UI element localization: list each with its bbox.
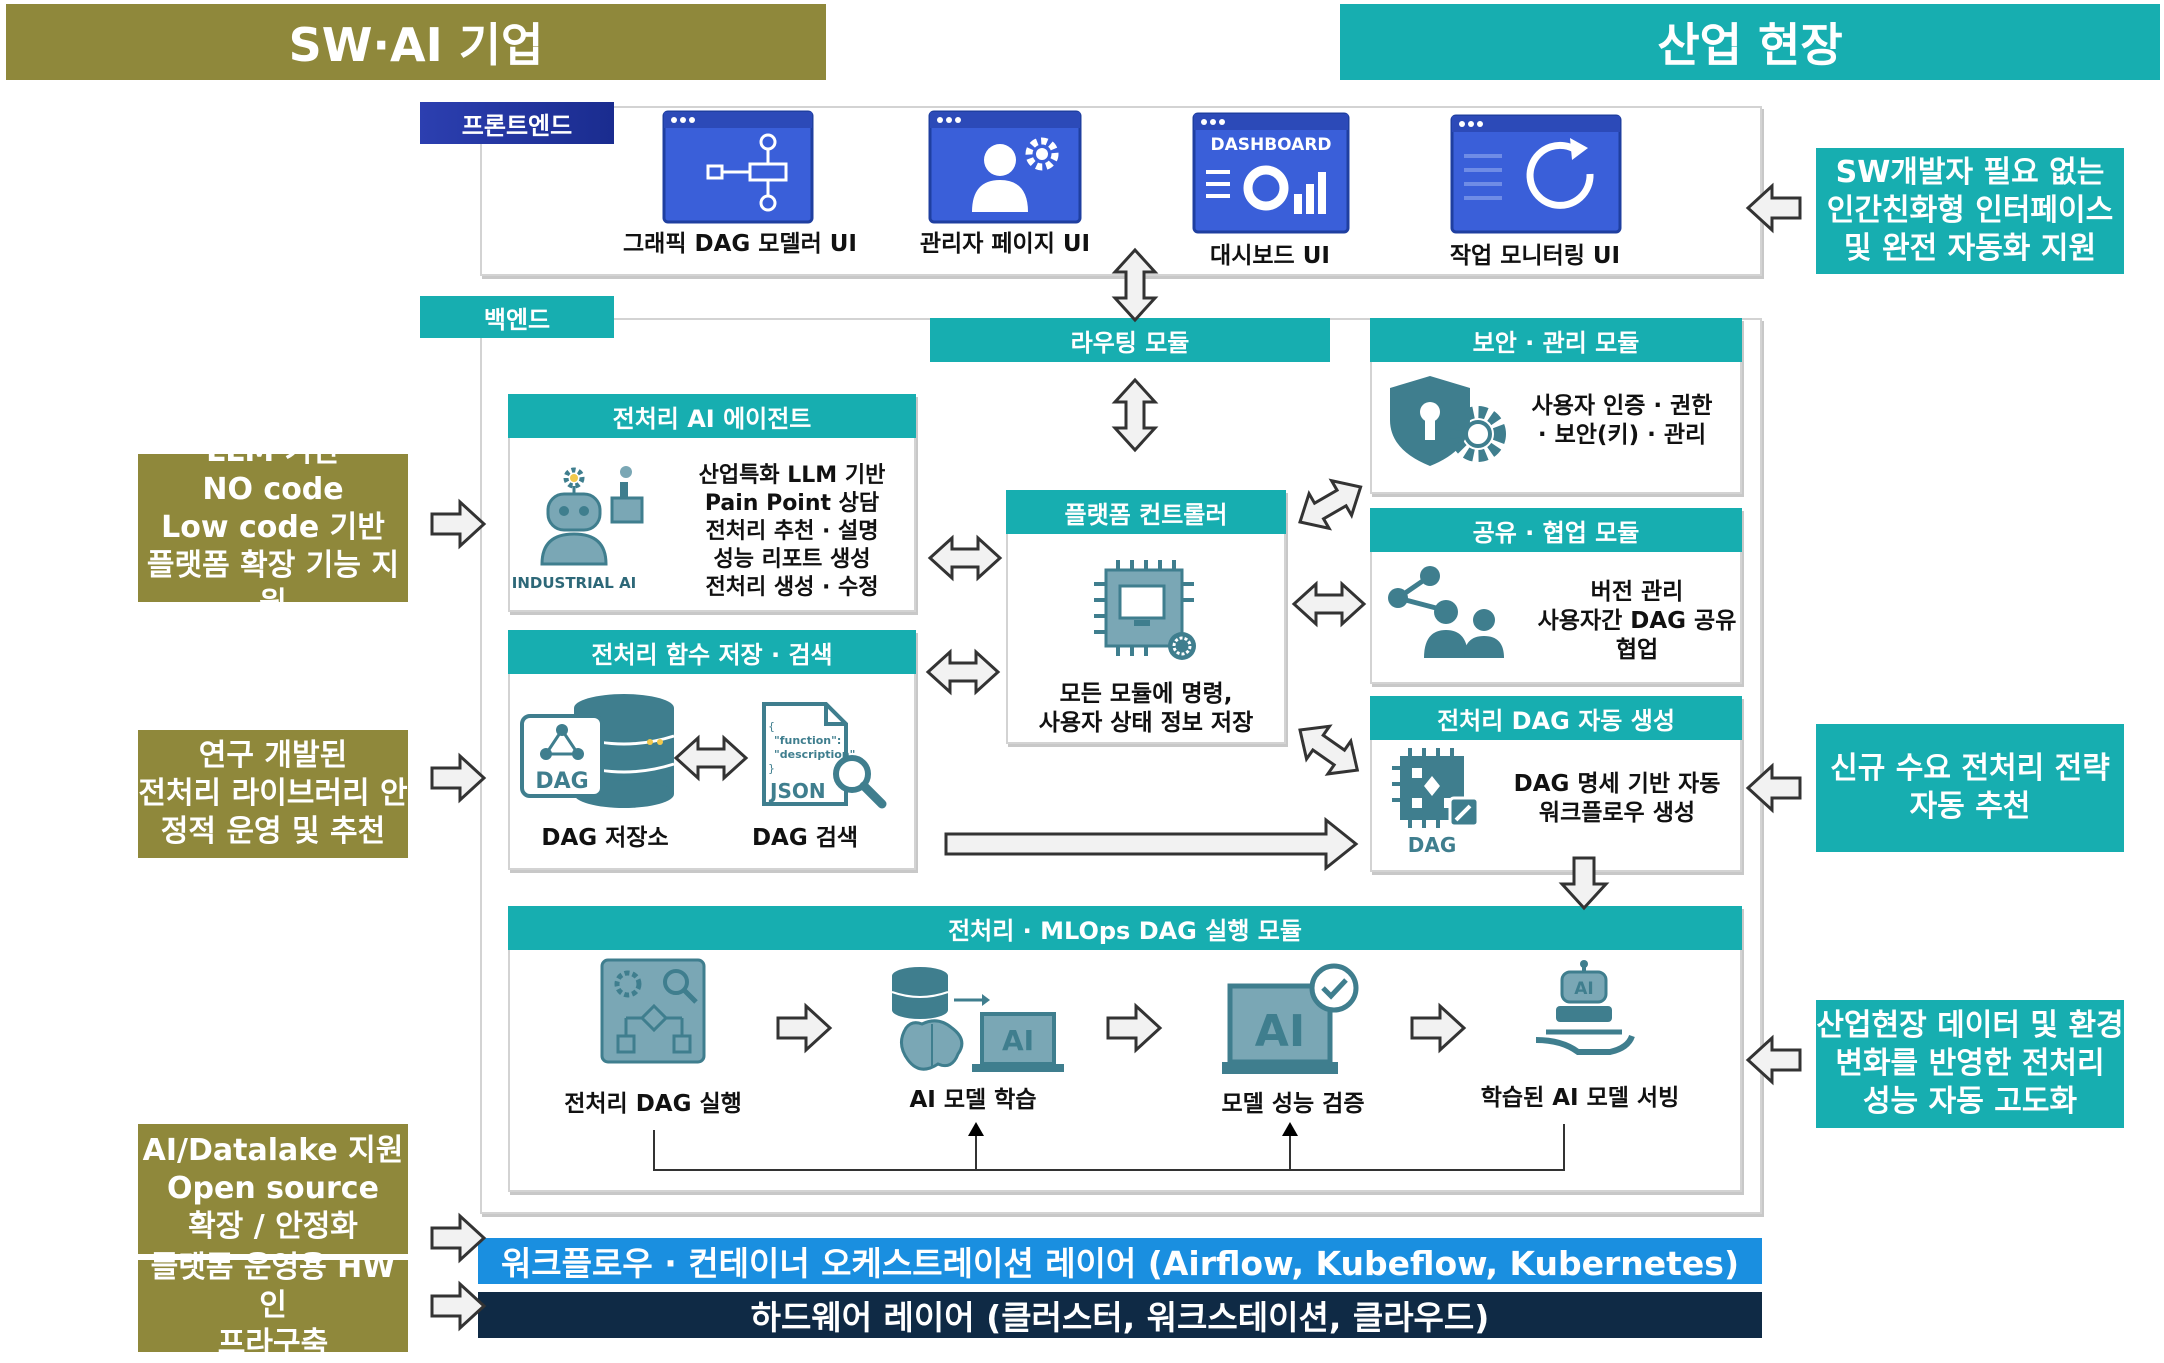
- header-right: 산업 현장: [1340, 4, 2160, 80]
- right-note-3: 산업현장 데이터 및 환경 변화를 반영한 전처리 성능 자동 고도화: [1816, 1000, 2124, 1128]
- ai-serving-icon: AI: [1532, 960, 1636, 1066]
- mlops-step-arrow-2: [1106, 1004, 1162, 1052]
- ai-agent-title: 전처리 AI 에이전트: [508, 394, 916, 438]
- dag-store-label: DAG 저장소: [541, 825, 669, 851]
- db-search-arrow: [674, 736, 748, 780]
- security-title-text: 보안 · 관리 모듈: [1472, 328, 1640, 357]
- controller-title-text: 플랫폼 컨트롤러: [1064, 500, 1228, 529]
- ai-validation-icon: AI: [1222, 962, 1362, 1080]
- dag-gen-text: DAG 명세 기반 자동 워크플로우 생성: [1513, 771, 1721, 826]
- mlops-title: 전처리 · MLOps DAG 실행 모듈: [508, 906, 1742, 950]
- controller-chip-icon: [1090, 558, 1202, 666]
- share-users-icon: [1384, 562, 1508, 660]
- agent-controller-arrow: [928, 536, 1002, 580]
- json-doc-line2: "description": [774, 748, 855, 761]
- ai-training-text: AI: [1002, 1024, 1034, 1057]
- ai-agent-title-text: 전처리 AI 에이전트: [612, 404, 812, 433]
- admin-page-label: 관리자 페이지 UI: [919, 231, 1091, 257]
- dag-modeler-label: 그래픽 DAG 모델러 UI: [623, 231, 857, 257]
- left-note-arrow-4: [430, 1282, 486, 1330]
- industrial-ai-robot-icon: INDUSTRIAL AI: [512, 456, 660, 596]
- ai-agent-text: 산업특화 LLM 기반 Pain Point 상담 전처리 추천 · 설명 성능…: [698, 463, 886, 600]
- dag-gen-title-text: 전처리 DAG 자동 생성: [1437, 706, 1675, 735]
- left-note-arrow-3: [430, 1214, 486, 1262]
- security-module-title: 보안 · 관리 모듈: [1370, 318, 1742, 362]
- func-store-title: 전처리 함수 저장 · 검색: [508, 630, 916, 674]
- func-store-title-text: 전처리 함수 저장 · 검색: [591, 640, 833, 669]
- frontend-tag: 프론트엔드: [420, 102, 614, 144]
- dag-search-label: DAG 검색: [751, 825, 859, 851]
- hardware-layer: 하드웨어 레이어 (클러스터, 워크스테이션, 클라우드): [478, 1292, 1762, 1338]
- dashboard-label: 대시보드 UI: [1210, 243, 1330, 269]
- mlops-step-1-label: 전처리 DAG 실행: [564, 1091, 742, 1117]
- left-note-arrow-1: [430, 500, 486, 548]
- json-doc-line1: "function":: [774, 734, 841, 747]
- left-note-3: AI/Datalake 지원 Open source 확장 / 안정화: [138, 1124, 408, 1254]
- mlops-step-arrow-1: [776, 1004, 832, 1052]
- mlops-step-4-label: 학습된 AI 모델 서빙: [1480, 1085, 1680, 1111]
- mlops-module: [508, 906, 1742, 1192]
- workflow-layer-text: 워크플로우 · 컨테이너 오케스트레이션 레이어 (Airflow, Kubef…: [500, 1244, 1740, 1283]
- svg-text:{: {: [768, 720, 775, 733]
- security-controller-arrow: [1288, 468, 1373, 541]
- json-doc-label: JSON: [768, 779, 826, 803]
- monitoring-icon: [1450, 114, 1622, 234]
- header-left: SW·AI 기업: [6, 4, 826, 80]
- ai-serving-text: AI: [1574, 979, 1593, 999]
- right-note-arrow-3: [1746, 1036, 1802, 1084]
- sharing-text: 버전 관리 사용자간 DAG 공유 협업: [1537, 579, 1737, 663]
- mlops-step-3-label: 모델 성능 검증: [1221, 1091, 1365, 1117]
- mlops-step-arrow-3: [1410, 1004, 1466, 1052]
- controller-title: 플랫폼 컨트롤러: [1006, 490, 1286, 534]
- routing-controller-arrow: [1113, 378, 1157, 452]
- admin-page-icon: [928, 110, 1082, 224]
- store-controller-arrow: [926, 650, 1000, 694]
- controller-text: 모든 모듈에 명령, 사용자 상태 정보 저장: [1038, 681, 1254, 736]
- left-note-2: 연구 개발된 전처리 라이브러리 안 정적 운영 및 추천: [138, 730, 408, 858]
- mlops-title-text: 전처리 · MLOps DAG 실행 모듈: [948, 916, 1302, 945]
- dag-database-text: DAG: [535, 769, 588, 794]
- shield-gear-icon: [1384, 372, 1508, 470]
- header-right-text: 산업 현장: [1657, 18, 1843, 72]
- frontend-backend-arrow: [1113, 248, 1157, 322]
- json-search-icon: { "function": "description" } JSON: [760, 700, 888, 812]
- monitoring-label: 작업 모니터링 UI: [1449, 243, 1621, 269]
- dag-gen-title: 전처리 DAG 자동 생성: [1370, 696, 1742, 740]
- ai-validation-text: AI: [1255, 1006, 1305, 1057]
- routing-module-text: 라우팅 모듈: [1070, 328, 1190, 357]
- backend-tag-text: 백엔드: [483, 305, 551, 334]
- security-text: 사용자 인증 · 권한 · 보안(키) · 관리: [1531, 393, 1713, 448]
- workflow-layer: 워크플로우 · 컨테이너 오케스트레이션 레이어 (Airflow, Kubef…: [478, 1238, 1762, 1284]
- left-note-1: LLM 기반 NO code Low code 기반 플랫폼 확장 기능 지원: [138, 434, 408, 621]
- dashboard-screen-text: DASHBOARD: [1210, 135, 1331, 155]
- dag-database-icon: DAG: [518, 690, 678, 812]
- right-note-arrow-1: [1746, 184, 1802, 232]
- left-note-arrow-2: [430, 754, 486, 802]
- sharing-module-title: 공유 · 협업 모듈: [1370, 508, 1742, 552]
- sharing-controller-arrow: [1292, 582, 1366, 626]
- mlops-feedback-line: [653, 1122, 1565, 1171]
- routing-module: 라우팅 모듈: [930, 318, 1330, 362]
- mlops-step-2-label: AI 모델 학습: [909, 1087, 1037, 1113]
- dashboard-icon: DASHBOARD: [1192, 112, 1350, 234]
- dag-chip-text: DAG: [1408, 833, 1457, 857]
- hardware-layer-text: 하드웨어 레이어 (클러스터, 워크스테이션, 클라우드): [750, 1298, 1490, 1337]
- right-note-1: SW개발자 필요 없는 인간친화형 인터페이스 및 완전 자동화 지원: [1816, 148, 2124, 274]
- frontend-tag-text: 프론트엔드: [461, 111, 573, 140]
- dag-chip-icon: DAG: [1386, 746, 1498, 858]
- backend-tag: 백엔드: [420, 296, 614, 338]
- right-note-2: 신규 수요 전처리 전략 자동 추천: [1816, 724, 2124, 852]
- ai-training-icon: AI: [886, 964, 1064, 1080]
- industrial-ai-text: INDUSTRIAL AI: [512, 574, 637, 592]
- dag-exec-icon: [598, 956, 708, 1066]
- svg-text:}: }: [768, 762, 775, 775]
- header-left-text: SW·AI 기업: [288, 18, 544, 72]
- dag-modeler-icon: [662, 110, 814, 224]
- daggen-controller-arrow: [1287, 712, 1371, 789]
- store-daggen-arrow: [944, 816, 1359, 872]
- sharing-title-text: 공유 · 협업 모듈: [1472, 518, 1640, 547]
- right-note-arrow-2: [1746, 764, 1802, 812]
- daggen-mlops-arrow: [1560, 856, 1608, 910]
